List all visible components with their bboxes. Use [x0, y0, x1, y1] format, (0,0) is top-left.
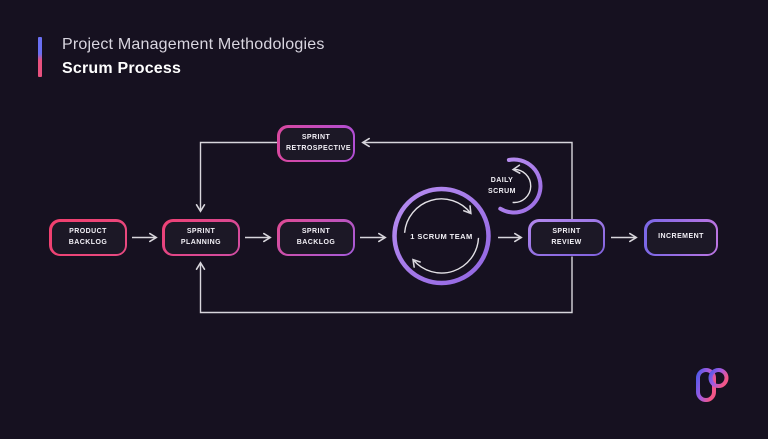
- node-product-backlog: PRODUCT BACKLOG: [49, 219, 127, 256]
- arrow-retrospective-to-sprint-planning: [195, 141, 277, 213]
- node-sprint-backlog-label: SPRINT BACKLOG: [296, 228, 336, 246]
- scrum-team-cycle-arrow-bottom: [412, 237, 480, 274]
- node-sprint-review: SPRINT REVIEW: [528, 219, 605, 256]
- page-title: Scrum Process: [62, 60, 182, 77]
- brand-logo-icon: [696, 368, 729, 402]
- daily-scrum-label: DAILY SCRUM: [488, 177, 516, 195]
- scrum-team-label: 1 SCRUM TEAM: [410, 232, 473, 241]
- scrum-team-circle: [392, 186, 491, 286]
- node-sprint-review-label: SPRINT REVIEW: [551, 228, 582, 246]
- node-sprint-retrospective-label: SPRINT RETROSPECTIVE: [286, 134, 351, 152]
- arrow-sprint-review-feedback-to-sprint-planning: [195, 256, 573, 314]
- arrow-sprint-review-to-retrospective: [361, 137, 573, 219]
- node-sprint-retrospective: SPRINT RETROSPECTIVE: [277, 125, 355, 162]
- node-increment: INCREMENT: [644, 219, 718, 256]
- node-sprint-backlog: SPRINT BACKLOG: [277, 219, 355, 256]
- daily-scrum-circle: [498, 157, 543, 215]
- node-increment-label: INCREMENT: [658, 233, 704, 241]
- header-accent-bar: [38, 37, 42, 77]
- node-sprint-planning-label: SPRINT PLANNING: [180, 228, 222, 246]
- daily-scrum-cycle-arrow: [511, 164, 532, 204]
- node-sprint-planning: SPRINT PLANNING: [162, 219, 240, 256]
- node-product-backlog-label: PRODUCT BACKLOG: [68, 228, 108, 246]
- scrum-team-cycle-arrow-top: [403, 198, 472, 233]
- page-subtitle: Project Management Methodologies: [62, 36, 325, 53]
